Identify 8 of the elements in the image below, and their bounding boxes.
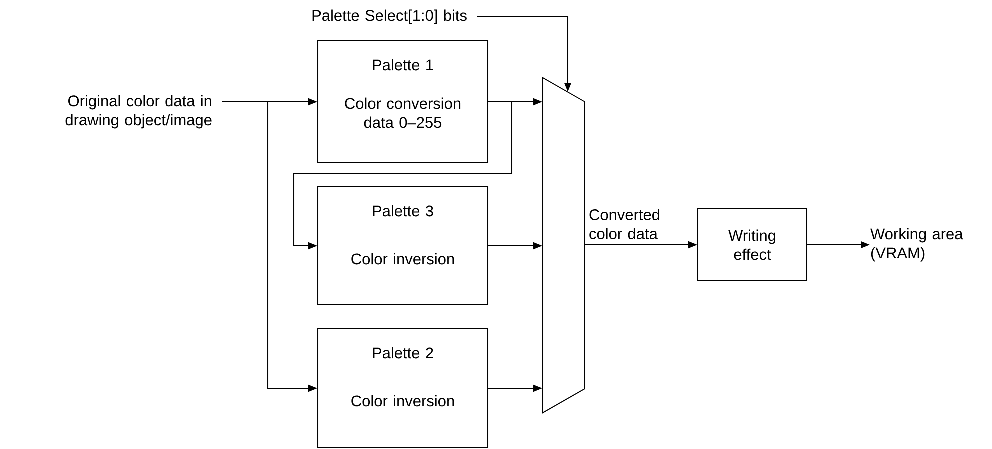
process-box: Palette 3 Color inversion [318,186,488,306]
text-label: Palette Select[1:0] bits [312,10,467,24]
process-box: Palette 1 Color conversion data 0–255 [318,40,488,164]
edge-label: Converted color data [590,209,660,240]
process-box: Palette 2 Color inversion [318,328,488,448]
process-box: Writing effect [698,208,808,282]
text-label: Working area (VRAM) [870,228,964,262]
text-label: Original color data in drawing object/image [66,95,212,129]
